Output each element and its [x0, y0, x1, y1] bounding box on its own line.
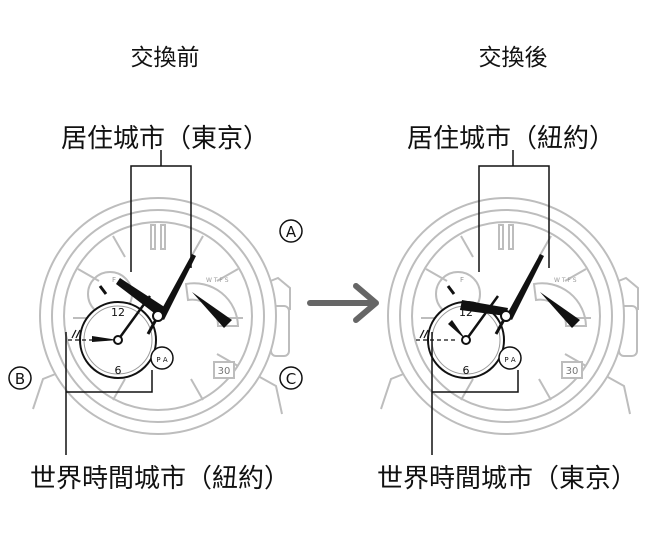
left-heading: 交換前: [130, 45, 200, 71]
left-dial-6: 6: [115, 364, 122, 377]
right-home-leader: [478, 150, 550, 272]
right-watch: F E W T F S 12 6 P A 30: [380, 197, 639, 435]
svg-text:F: F: [460, 276, 464, 284]
svg-text:W T F S: W T F S: [206, 277, 229, 284]
left-home-leader: [130, 150, 192, 272]
button-a-marker: A: [279, 219, 303, 243]
right-home-city-label: 居住城市（紐約）: [406, 124, 615, 154]
svg-text:F: F: [112, 276, 116, 284]
left-watch: F E W T F S 12 6 P A 30: [32, 197, 291, 435]
svg-text:A: A: [286, 223, 297, 241]
button-b-marker: B: [8, 366, 32, 390]
svg-text:B: B: [15, 370, 25, 388]
left-home-city-label: 居住城市（東京）: [60, 124, 269, 154]
button-c-marker: C: [279, 366, 303, 390]
left-dial-12: 12: [111, 306, 125, 319]
left-world-city-label: 世界時間城市（紐約）: [29, 464, 290, 494]
transition-arrow: [307, 283, 379, 323]
right-world-city-label: 世界時間城市（東京）: [376, 464, 637, 494]
right-heading: 交換後: [478, 45, 548, 71]
left-world-leader: [65, 332, 153, 455]
right-dial-6: 6: [463, 364, 470, 377]
right-pa-label: P A: [504, 356, 515, 364]
right-world-leader: [431, 332, 519, 455]
svg-text:C: C: [286, 370, 296, 388]
right-date: 30: [566, 366, 579, 377]
svg-text:W T F S: W T F S: [554, 277, 577, 284]
left-date: 30: [218, 366, 231, 377]
left-pa-label: P A: [156, 356, 167, 364]
